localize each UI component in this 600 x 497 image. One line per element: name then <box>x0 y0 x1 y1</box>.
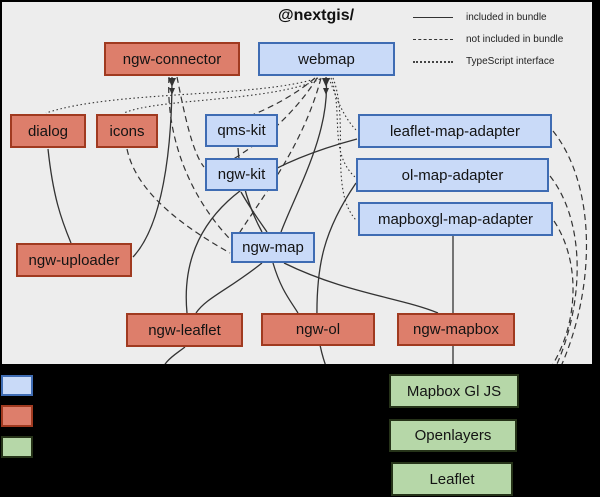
node-openlayers: Openlayers <box>389 419 517 452</box>
edge-lines <box>45 76 587 364</box>
node-leaflet: Leaflet <box>391 462 513 496</box>
node-dialog: dialog <box>10 114 86 148</box>
legend-row-solid: included in bundle <box>413 12 563 23</box>
node-ol-map-adapter: ol-map-adapter <box>356 158 549 192</box>
node-ngw-uploader: ngw-uploader <box>16 243 132 277</box>
dashed-line-sample <box>413 39 453 40</box>
node-webmap: webmap <box>258 42 395 76</box>
node-leaflet-map-adapter: leaflet-map-adapter <box>358 114 552 148</box>
legend-label: included in bundle <box>466 12 547 23</box>
legend-row-dashed: not included in bundle <box>413 34 563 45</box>
node-ngw-mapbox: ngw-mapbox <box>397 313 515 346</box>
node-mapboxgl-map-adapter: mapboxgl-map-adapter <box>358 202 553 236</box>
node-ngw-ol: ngw-ol <box>261 313 375 346</box>
legend-label: not included in bundle <box>466 34 564 45</box>
node-ngw-connector: ngw-connector <box>104 42 240 76</box>
dotted-line-sample <box>413 60 453 63</box>
node-ngw-leaflet: ngw-leaflet <box>126 313 243 347</box>
node-icons: icons <box>96 114 158 148</box>
line-style-legend: included in bundle not included in bundl… <box>413 12 563 78</box>
node-ngw-map: ngw-map <box>231 232 315 263</box>
solid-edges <box>47 76 454 364</box>
node-mapbox-gl-js: Mapbox Gl JS <box>389 374 519 408</box>
solid-line-sample <box>413 17 453 18</box>
dotted-edges <box>45 77 358 222</box>
legend-row-dotted: TypeScript interface <box>413 56 563 67</box>
legend-label: TypeScript interface <box>466 56 555 67</box>
arrowheads <box>168 78 330 95</box>
diagram-title: @nextgis/ <box>277 7 355 24</box>
node-ngw-kit: ngw-kit <box>205 158 278 191</box>
node-qms-kit: qms-kit <box>205 114 278 147</box>
legend-swatch-green <box>1 436 33 458</box>
legend-swatch-blue <box>1 375 33 396</box>
legend-swatch-red <box>1 405 33 427</box>
